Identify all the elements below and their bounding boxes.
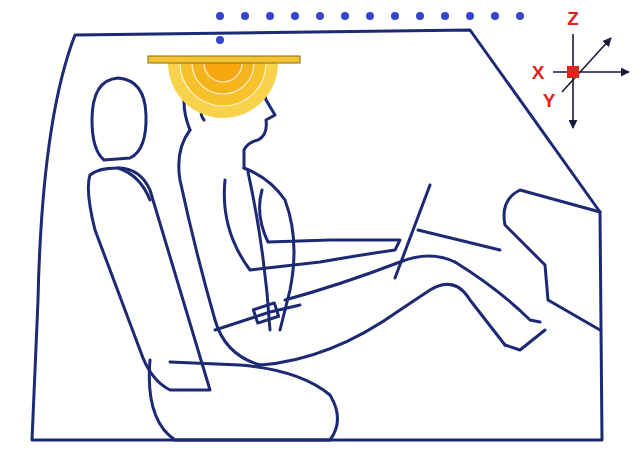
axis-label: Z [567,9,579,28]
person-arm [224,180,400,270]
axis-label: Y [543,91,556,110]
overhead-sensor [148,56,300,118]
seat-belt [215,172,300,330]
person-shin [455,262,545,350]
headrest [92,78,146,160]
coordinate-axes [553,34,629,128]
seat-back [88,168,210,390]
steering-column [418,230,500,250]
seat-cushion [149,360,337,440]
belt-buckle [253,303,278,323]
seat-back-inner [118,168,150,200]
signal-dots [216,12,524,44]
cabin-outline [32,30,602,440]
axis-label: X [532,63,545,82]
person-thigh-top [285,256,455,300]
